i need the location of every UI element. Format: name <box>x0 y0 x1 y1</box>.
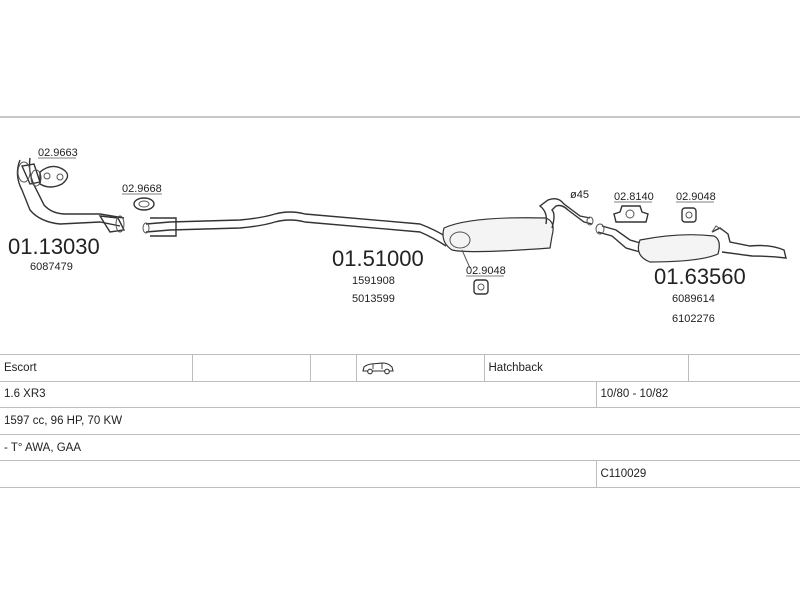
center-section-drawing <box>142 197 594 269</box>
rear-silencer-oem-1: 6089614 <box>672 293 715 305</box>
rear-mount-2-drawing <box>681 207 697 223</box>
engine-code-cell: - T° AWA, GAA <box>0 433 800 462</box>
rear-silencer-number: 01.63560 <box>654 264 746 289</box>
empty-cell <box>687 354 800 382</box>
center-ring-number: 02.9668 <box>122 183 162 195</box>
center-ring-drawing <box>133 197 155 211</box>
years-cell: 10/80 - 10/82 <box>595 380 800 409</box>
catalog-code-cell: C110029 <box>595 460 800 488</box>
front-gasket-number: 02.9663 <box>38 147 78 159</box>
empty-cell <box>0 460 596 488</box>
center-mount-number: 02.9048 <box>466 265 506 277</box>
center-section-oem-1: 1591908 <box>352 275 395 287</box>
model-cell: Escort <box>0 354 192 382</box>
front-pipe-number: 01.13030 <box>8 234 100 259</box>
pipe-diameter-label: ø45 <box>570 189 589 201</box>
front-pipe-drawing <box>16 157 126 233</box>
rear-silencer-oem-2: 6102276 <box>672 313 715 325</box>
table-row: Escort Hatchback <box>0 354 800 382</box>
table-row: 1597 cc, 96 HP, 70 KW <box>0 407 800 435</box>
variant-cell: 1.6 XR3 <box>0 380 596 409</box>
empty-cell <box>309 354 356 382</box>
front-gasket-drawing <box>39 165 69 188</box>
rear-mount-1-number: 02.8140 <box>614 191 654 203</box>
vehicle-info-table: Escort Hatchback 1.6 XR3 10/80 - 10/82 1… <box>0 354 800 488</box>
front-pipe-oem-1: 6087479 <box>30 261 73 273</box>
table-row: 1.6 XR3 10/80 - 10/82 <box>0 380 800 409</box>
rear-silencer-drawing <box>595 223 787 263</box>
table-row: - T° AWA, GAA <box>0 433 800 462</box>
center-section-number: 01.51000 <box>332 246 424 271</box>
body-icon-cell <box>355 354 484 382</box>
rear-mount-1-drawing <box>613 205 649 223</box>
table-row: C110029 <box>0 460 800 488</box>
empty-cell <box>191 354 310 382</box>
car-icon <box>361 362 394 375</box>
rear-mount-2-number: 02.9048 <box>676 191 716 203</box>
engine-cell: 1597 cc, 96 HP, 70 KW <box>0 407 800 435</box>
body-type-cell: Hatchback <box>483 354 688 382</box>
center-section-oem-2: 5013599 <box>352 293 395 305</box>
center-mount-drawing <box>473 279 489 295</box>
